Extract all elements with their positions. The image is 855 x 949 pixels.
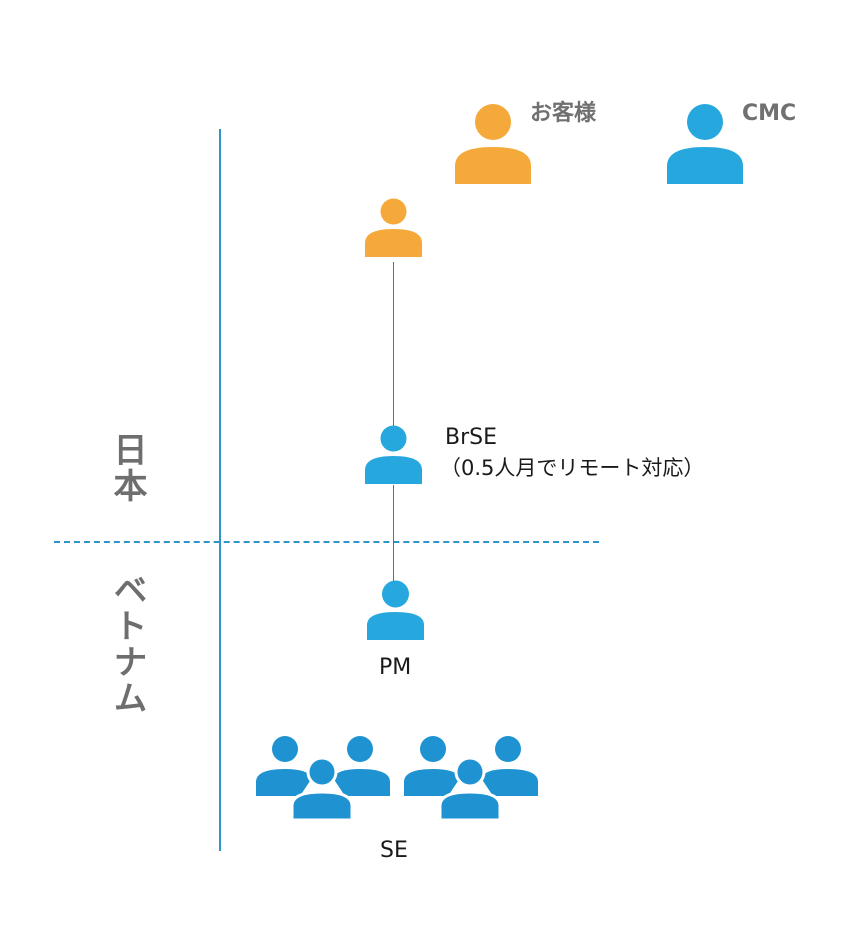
- customer-person-icon: [365, 198, 422, 257]
- pm-label: PM: [379, 655, 412, 680]
- japan-vietnam-divider: [54, 541, 599, 543]
- brse-note: （0.5人月でリモート対応）: [440, 456, 705, 480]
- brse-pm-connector: [393, 485, 394, 583]
- customer-legend-person-icon: [455, 104, 531, 184]
- cmc-legend-person-icon: [667, 104, 743, 184]
- customer-legend-label: お客様: [530, 101, 597, 126]
- pm-person-icon: [367, 580, 424, 640]
- se-group-left-people-group-icon: [256, 736, 390, 820]
- se-group-right-people-group-icon: [404, 736, 538, 820]
- brse-person-icon: [365, 425, 422, 484]
- vertical-divider-line: [219, 129, 221, 851]
- vietnam-region-label: ベトナム: [107, 572, 147, 716]
- japan-region-label: 日本: [107, 432, 147, 504]
- brse-label: BrSE: [445, 425, 498, 450]
- customer-brse-connector: [393, 262, 394, 426]
- se-label: SE: [380, 838, 408, 863]
- cmc-legend-label: CMC: [742, 101, 797, 126]
